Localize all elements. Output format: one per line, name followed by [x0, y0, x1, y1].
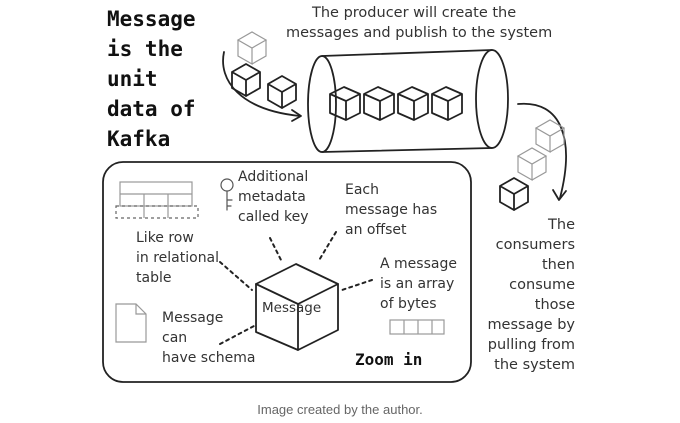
- producer-line: messages and publish to the system: [286, 25, 552, 41]
- consumer-line: consume: [509, 277, 575, 293]
- consumer-text: The consumers then consume those message…: [487, 217, 575, 373]
- producer-cubes: [231, 31, 297, 109]
- image-caption: Image created by the author.: [257, 402, 423, 417]
- title-line: data of: [107, 97, 196, 121]
- schema-line: can: [162, 330, 187, 346]
- arrow-icon: [222, 51, 302, 122]
- producer-text: The producer will create the messages an…: [286, 5, 552, 41]
- cube-icon: [329, 86, 361, 121]
- consumer-line: those: [535, 297, 575, 313]
- arrow-icon: [517, 102, 567, 201]
- consumer-line: message by: [487, 317, 575, 333]
- row-line: Like row: [136, 230, 194, 246]
- zoom-in-label: Zoom in: [355, 350, 422, 369]
- cube-icon: [499, 177, 529, 211]
- zoom-box: Message Additional metadata called key E…: [102, 161, 472, 383]
- row-line: table: [136, 270, 171, 286]
- key-line: metadata: [238, 189, 306, 205]
- document-icon: [115, 303, 147, 343]
- message-cube-icon: [255, 263, 339, 351]
- table-icon: [115, 181, 199, 219]
- message-label: Message: [262, 300, 321, 316]
- consumer-line: then: [542, 257, 575, 273]
- cube-icon: [267, 75, 297, 109]
- consumer-line: pulling from: [488, 337, 575, 353]
- schema-line: have schema: [162, 350, 256, 366]
- offset-annotation: Each message has an offset: [345, 182, 437, 238]
- queued-messages: [329, 86, 463, 121]
- row-line: in relational: [136, 250, 219, 266]
- consumer-line: the system: [494, 357, 575, 373]
- consumer-line: The: [547, 217, 575, 233]
- key-line: called key: [238, 209, 309, 225]
- producer-line: The producer will create the: [311, 5, 516, 21]
- title-line: is the: [107, 37, 183, 61]
- bytes-icon: [389, 319, 445, 335]
- cube-icon: [236, 31, 268, 66]
- row-annotation: Like row in relational table: [136, 230, 219, 286]
- bytes-line: is an array: [380, 276, 454, 292]
- key-annotation: Additional metadata called key: [238, 169, 309, 225]
- cube-icon: [534, 119, 566, 154]
- cube-icon: [363, 86, 395, 121]
- key-icon: [220, 178, 234, 211]
- cube-icon: [516, 147, 548, 182]
- offset-line: message has: [345, 202, 437, 218]
- cube-icon: [231, 63, 261, 97]
- title-block: Message is the unit data of Kafka: [107, 7, 196, 151]
- consumer-cubes: [499, 119, 566, 211]
- title-line: Message: [107, 7, 196, 31]
- schema-line: Message: [162, 310, 223, 326]
- bytes-line: of bytes: [380, 296, 437, 312]
- schema-annotation: Message can have schema: [162, 310, 256, 366]
- cube-icon: [431, 86, 463, 121]
- offset-line: Each: [345, 182, 379, 198]
- cube-icon: [397, 86, 429, 121]
- offset-line: an offset: [345, 222, 407, 238]
- connector-lines: [219, 231, 373, 345]
- bytes-line: A message: [380, 256, 457, 272]
- title-line: Kafka: [107, 127, 170, 151]
- bytes-annotation: A message is an array of bytes: [380, 256, 457, 312]
- key-line: Additional: [238, 169, 308, 185]
- consumer-line: consumers: [496, 237, 575, 253]
- title-line: unit: [107, 67, 158, 91]
- topic-cylinder: [307, 49, 509, 153]
